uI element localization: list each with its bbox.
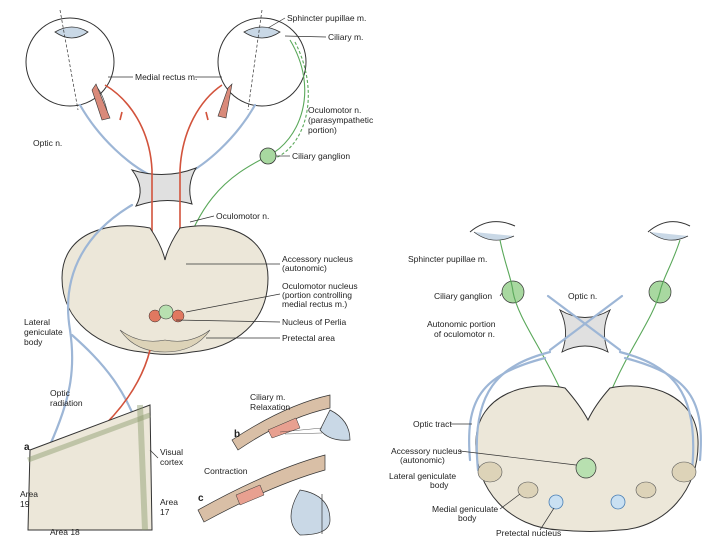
label-oculomotor-para-1: Oculomotor n. xyxy=(308,105,361,115)
label-area19-2: 19 xyxy=(20,499,30,509)
label-accessory-1: Accessory nucleus xyxy=(282,254,353,264)
right-label-autonomic-1: Autonomic portion xyxy=(427,319,496,329)
right-label-lgb-2: body xyxy=(430,480,449,490)
right-label-accessory-2: (autonomic) xyxy=(400,455,445,465)
label-area19-1: Area xyxy=(20,489,38,499)
label-c: c xyxy=(198,493,204,504)
right-label-sphincter: Sphincter pupillae m. xyxy=(408,254,487,264)
red-pathway-right xyxy=(179,84,223,310)
label-area17-1: Area xyxy=(160,497,178,507)
right-label-accessory-1: Accessory nucleus xyxy=(391,446,462,456)
label-ciliary-relax-2: Relaxation xyxy=(250,402,290,412)
visual-cortex xyxy=(27,404,153,531)
ciliary-ganglion-node xyxy=(259,147,277,165)
label-oculomotor-para-2: (parasympathetic xyxy=(308,115,374,125)
right-label-lgb-1: Lateral geniculate xyxy=(389,471,456,481)
label-oculomotor-nuc-2: (portion controlling xyxy=(282,290,352,300)
right-optic-chiasm xyxy=(558,308,612,353)
label-b: b xyxy=(234,429,240,440)
optic-tract-left xyxy=(48,203,134,447)
right-label-optic-tract: Optic tract xyxy=(413,419,452,429)
red-pathway-left xyxy=(104,84,153,310)
label-optic-n: Optic n. xyxy=(33,138,62,148)
main-panel: Sphincter pupillae m. Ciliary m. Medial … xyxy=(20,9,374,537)
label-a: a xyxy=(24,442,30,453)
label-pretectal-area: Pretectal area xyxy=(282,333,335,343)
label-contraction: Contraction xyxy=(204,466,248,476)
right-label-optic-n: Optic n. xyxy=(568,291,597,301)
optic-chiasm xyxy=(130,167,198,207)
label-oculomotor-nuc-1: Oculomotor nucleus xyxy=(282,281,358,291)
label-oculomotor-para-3: portion) xyxy=(308,125,337,135)
right-label-mgb-1: Medial geniculate xyxy=(432,504,498,514)
label-oculomotor-n: Oculomotor n. xyxy=(216,211,269,221)
label-oculomotor-nuc-3: medial rectus m.) xyxy=(282,299,347,309)
right-label-ciliary-ganglion: Ciliary ganglion xyxy=(434,291,492,301)
label-lgb-1: Lateral xyxy=(24,317,50,327)
label-visual-cortex-1: Visual xyxy=(160,447,183,457)
left-eyeball xyxy=(25,9,115,121)
ciliary-panels: Ciliary m. Relaxation b Contraction c xyxy=(197,392,351,536)
label-nucleus-perlia: Nucleus of Perlia xyxy=(282,317,347,327)
midbrain-section xyxy=(61,225,269,355)
label-area17-2: 17 xyxy=(160,507,170,517)
label-area18: Area 18 xyxy=(50,527,80,537)
label-accessory-2: (autonomic) xyxy=(282,263,327,273)
label-ciliary-m: Ciliary m. xyxy=(328,32,363,42)
label-ciliary-relax-1: Ciliary m. xyxy=(250,392,285,402)
label-medial-rectus: Medial rectus m. xyxy=(135,72,197,82)
right-label-mgb-2: body xyxy=(458,513,477,523)
label-optic-rad-1: Optic xyxy=(50,388,71,398)
right-label-pretectal: Pretectal nucleus xyxy=(496,528,561,538)
right-eyeball xyxy=(217,9,307,119)
optic-nerve-left xyxy=(78,103,152,177)
label-lgb-2: geniculate xyxy=(24,327,63,337)
label-sphincter-pupillae: Sphincter pupillae m. xyxy=(287,13,366,23)
right-label-autonomic-2: of oculomotor n. xyxy=(434,329,495,339)
label-ciliary-ganglion: Ciliary ganglion xyxy=(292,151,350,161)
label-optic-rad-2: radiation xyxy=(50,398,83,408)
label-lgb-3: body xyxy=(24,337,43,347)
right-panel: Sphincter pupillae m. Ciliary ganglion O… xyxy=(389,221,702,538)
label-visual-cortex-2: cortex xyxy=(160,457,184,467)
